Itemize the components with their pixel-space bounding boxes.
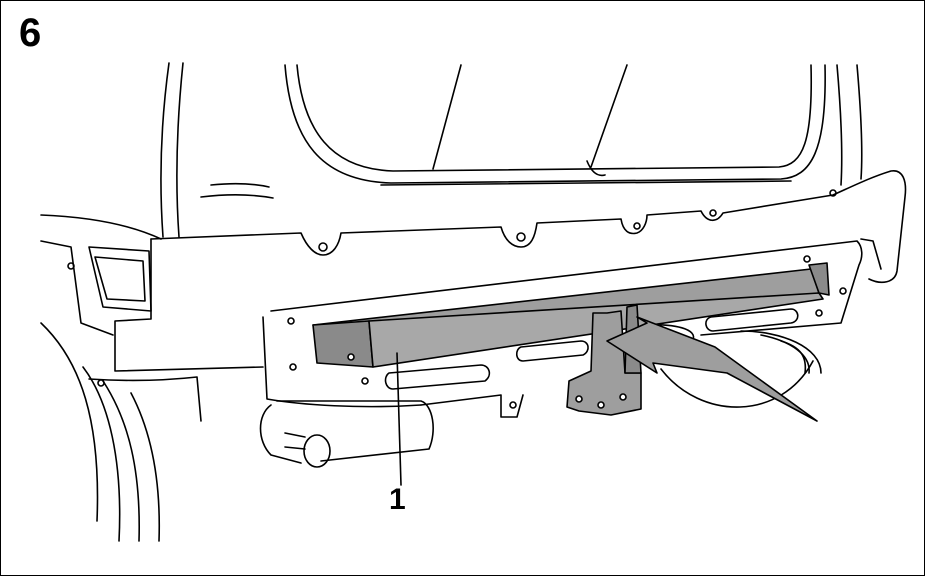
step-number: 6 bbox=[19, 11, 42, 55]
rear-wheel-left bbox=[40, 322, 202, 542]
part-callout-label: 1 bbox=[389, 483, 406, 516]
rear-window bbox=[284, 64, 826, 186]
insertion-arrow bbox=[606, 316, 818, 422]
exhaust-pipe bbox=[259, 400, 434, 468]
tail-lamp-left bbox=[88, 246, 152, 312]
spare-wheel-right bbox=[660, 330, 822, 408]
vehicle-body-right bbox=[836, 64, 863, 186]
vehicle-body-left bbox=[40, 62, 274, 336]
tow-bar-cross-member bbox=[312, 262, 830, 368]
callout-leader-line bbox=[396, 352, 402, 486]
